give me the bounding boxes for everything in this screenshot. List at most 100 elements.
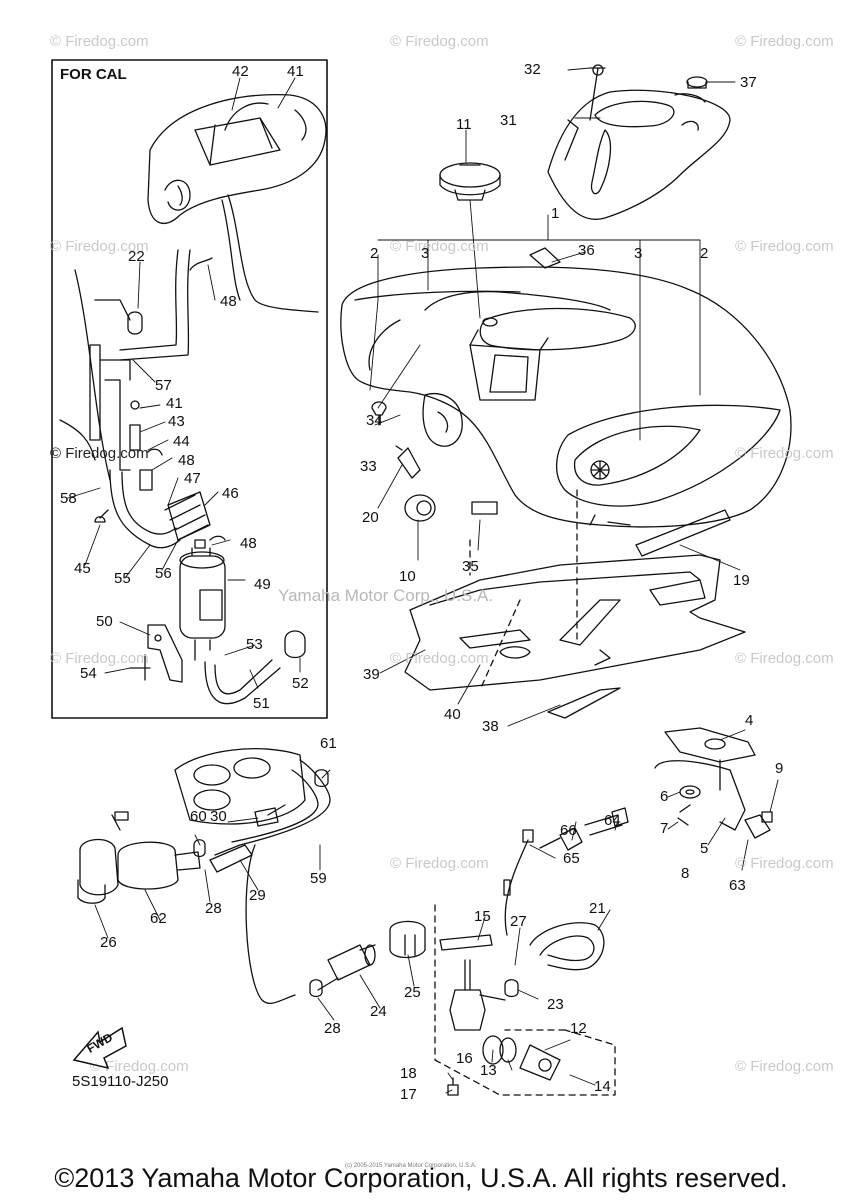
callout: 44 xyxy=(173,433,190,450)
callout: 23 xyxy=(547,996,564,1013)
callout: 52 xyxy=(292,675,309,692)
callout: 48 xyxy=(220,293,237,310)
inset-title: FOR CAL xyxy=(60,66,127,83)
callout: 12 xyxy=(570,1020,587,1037)
callout: 37 xyxy=(740,74,757,91)
watermark: © Firedog.com xyxy=(50,238,149,255)
callout: 35 xyxy=(462,558,479,575)
callout: 28 xyxy=(205,900,222,917)
watermark: © Firedog.com xyxy=(390,33,489,50)
clip-28 xyxy=(309,979,323,998)
callout: 45 xyxy=(74,560,91,577)
callout: 59 xyxy=(310,870,327,887)
callout: 66 xyxy=(560,822,577,839)
throttle-body xyxy=(174,748,306,825)
callout: 48 xyxy=(178,452,195,469)
callout: 61 xyxy=(320,735,337,752)
callout: 29 xyxy=(249,887,266,904)
callout: 1 xyxy=(551,205,560,222)
diagram-part-code: 5S19110-J250 xyxy=(72,1073,169,1090)
watermark: © Firedog.com xyxy=(735,238,834,255)
callout: 32 xyxy=(524,61,541,78)
callout: 10 xyxy=(399,568,416,585)
watermark: © Firedog.com xyxy=(390,650,489,667)
callout: 14 xyxy=(594,1078,611,1095)
watermark: © Firedog.com xyxy=(735,33,834,50)
inset-canister xyxy=(179,547,226,661)
callout: 58 xyxy=(60,490,77,507)
damper-20 xyxy=(395,445,421,479)
callout: 49 xyxy=(254,576,271,593)
callout: 41 xyxy=(287,63,304,80)
callout: 26 xyxy=(100,934,117,951)
callout: 31 xyxy=(500,112,517,129)
callout: 30 xyxy=(210,808,227,825)
fuel-filter-24 xyxy=(317,944,376,991)
callout: 5 xyxy=(700,840,709,857)
callout: 42 xyxy=(232,63,249,80)
callout: 47 xyxy=(184,470,201,487)
watermark: © Firedog.com xyxy=(390,855,489,872)
watermark: © Firedog.com xyxy=(390,238,489,255)
callout: 56 xyxy=(155,565,172,582)
callout: 64 xyxy=(604,812,621,829)
grommet-34 xyxy=(482,317,498,327)
callout: 62 xyxy=(150,910,167,927)
callout: 48 xyxy=(240,535,257,552)
watermark: © Firedog.com xyxy=(50,650,149,667)
callout: 60 xyxy=(190,808,207,825)
callout: 11 xyxy=(456,116,472,133)
callout: 41 xyxy=(166,395,183,412)
callout: 53 xyxy=(246,636,263,653)
inset-bracket-and-hose xyxy=(129,624,306,705)
fwd-arrow-icon xyxy=(72,1026,127,1070)
callout: 9 xyxy=(775,760,784,777)
callout: 6 xyxy=(660,788,669,805)
cable-65 xyxy=(503,829,534,936)
callout: 65 xyxy=(563,850,580,867)
clip-60 xyxy=(193,839,206,858)
callout: 2 xyxy=(700,245,709,262)
leader-lines xyxy=(67,67,779,1094)
damper-36 xyxy=(529,247,561,269)
callout: 51 xyxy=(253,695,270,712)
grommet-37 xyxy=(686,76,708,89)
watermark: © Firedog.com xyxy=(50,33,149,50)
callout: 63 xyxy=(729,877,746,894)
inset-frame xyxy=(51,59,328,719)
watermark: © Firedog.com xyxy=(735,1058,834,1075)
tank-cover xyxy=(547,89,731,221)
callout: 40 xyxy=(444,706,461,723)
center-watermark: Yamaha Motor Corp., U.S.A. xyxy=(278,586,494,605)
injector-62 xyxy=(77,811,201,904)
clip-61 xyxy=(314,769,329,788)
callout: 3 xyxy=(421,245,430,262)
callout: 16 xyxy=(456,1050,473,1067)
callout: 54 xyxy=(80,665,97,682)
callout: 25 xyxy=(404,984,421,1001)
dashed-box-12 xyxy=(434,904,616,1096)
fuel-tank xyxy=(340,266,792,528)
heat-insulator xyxy=(404,554,746,691)
hose-21 xyxy=(529,922,605,971)
tiny-copyright: (c) 2005-2015 Yamaha Motor Corporation, … xyxy=(345,1163,477,1169)
callout: 27 xyxy=(510,913,527,930)
watermark: © Firedog.com xyxy=(90,1058,189,1075)
hose-59 xyxy=(214,759,331,856)
inset-small-parts xyxy=(94,311,226,549)
callout: 38 xyxy=(482,718,499,735)
callout: 28 xyxy=(324,1020,341,1037)
copyright-footer: ©2013 Yamaha Motor Corporation, U.S.A. A… xyxy=(54,1163,788,1193)
callout: 24 xyxy=(370,1003,387,1020)
hose-64 xyxy=(584,807,629,836)
callout: 20 xyxy=(362,509,379,526)
clamp-30 xyxy=(254,807,279,827)
dashed-guide-lines xyxy=(469,489,578,691)
callout: 34 xyxy=(366,412,383,429)
fitting-66 xyxy=(539,827,583,851)
callout: 21 xyxy=(589,900,606,917)
watermark: © Firedog.com xyxy=(735,445,834,462)
callout: 43 xyxy=(168,413,185,430)
callout: 15 xyxy=(474,908,491,925)
watermark: © Firedog.com xyxy=(50,445,149,462)
